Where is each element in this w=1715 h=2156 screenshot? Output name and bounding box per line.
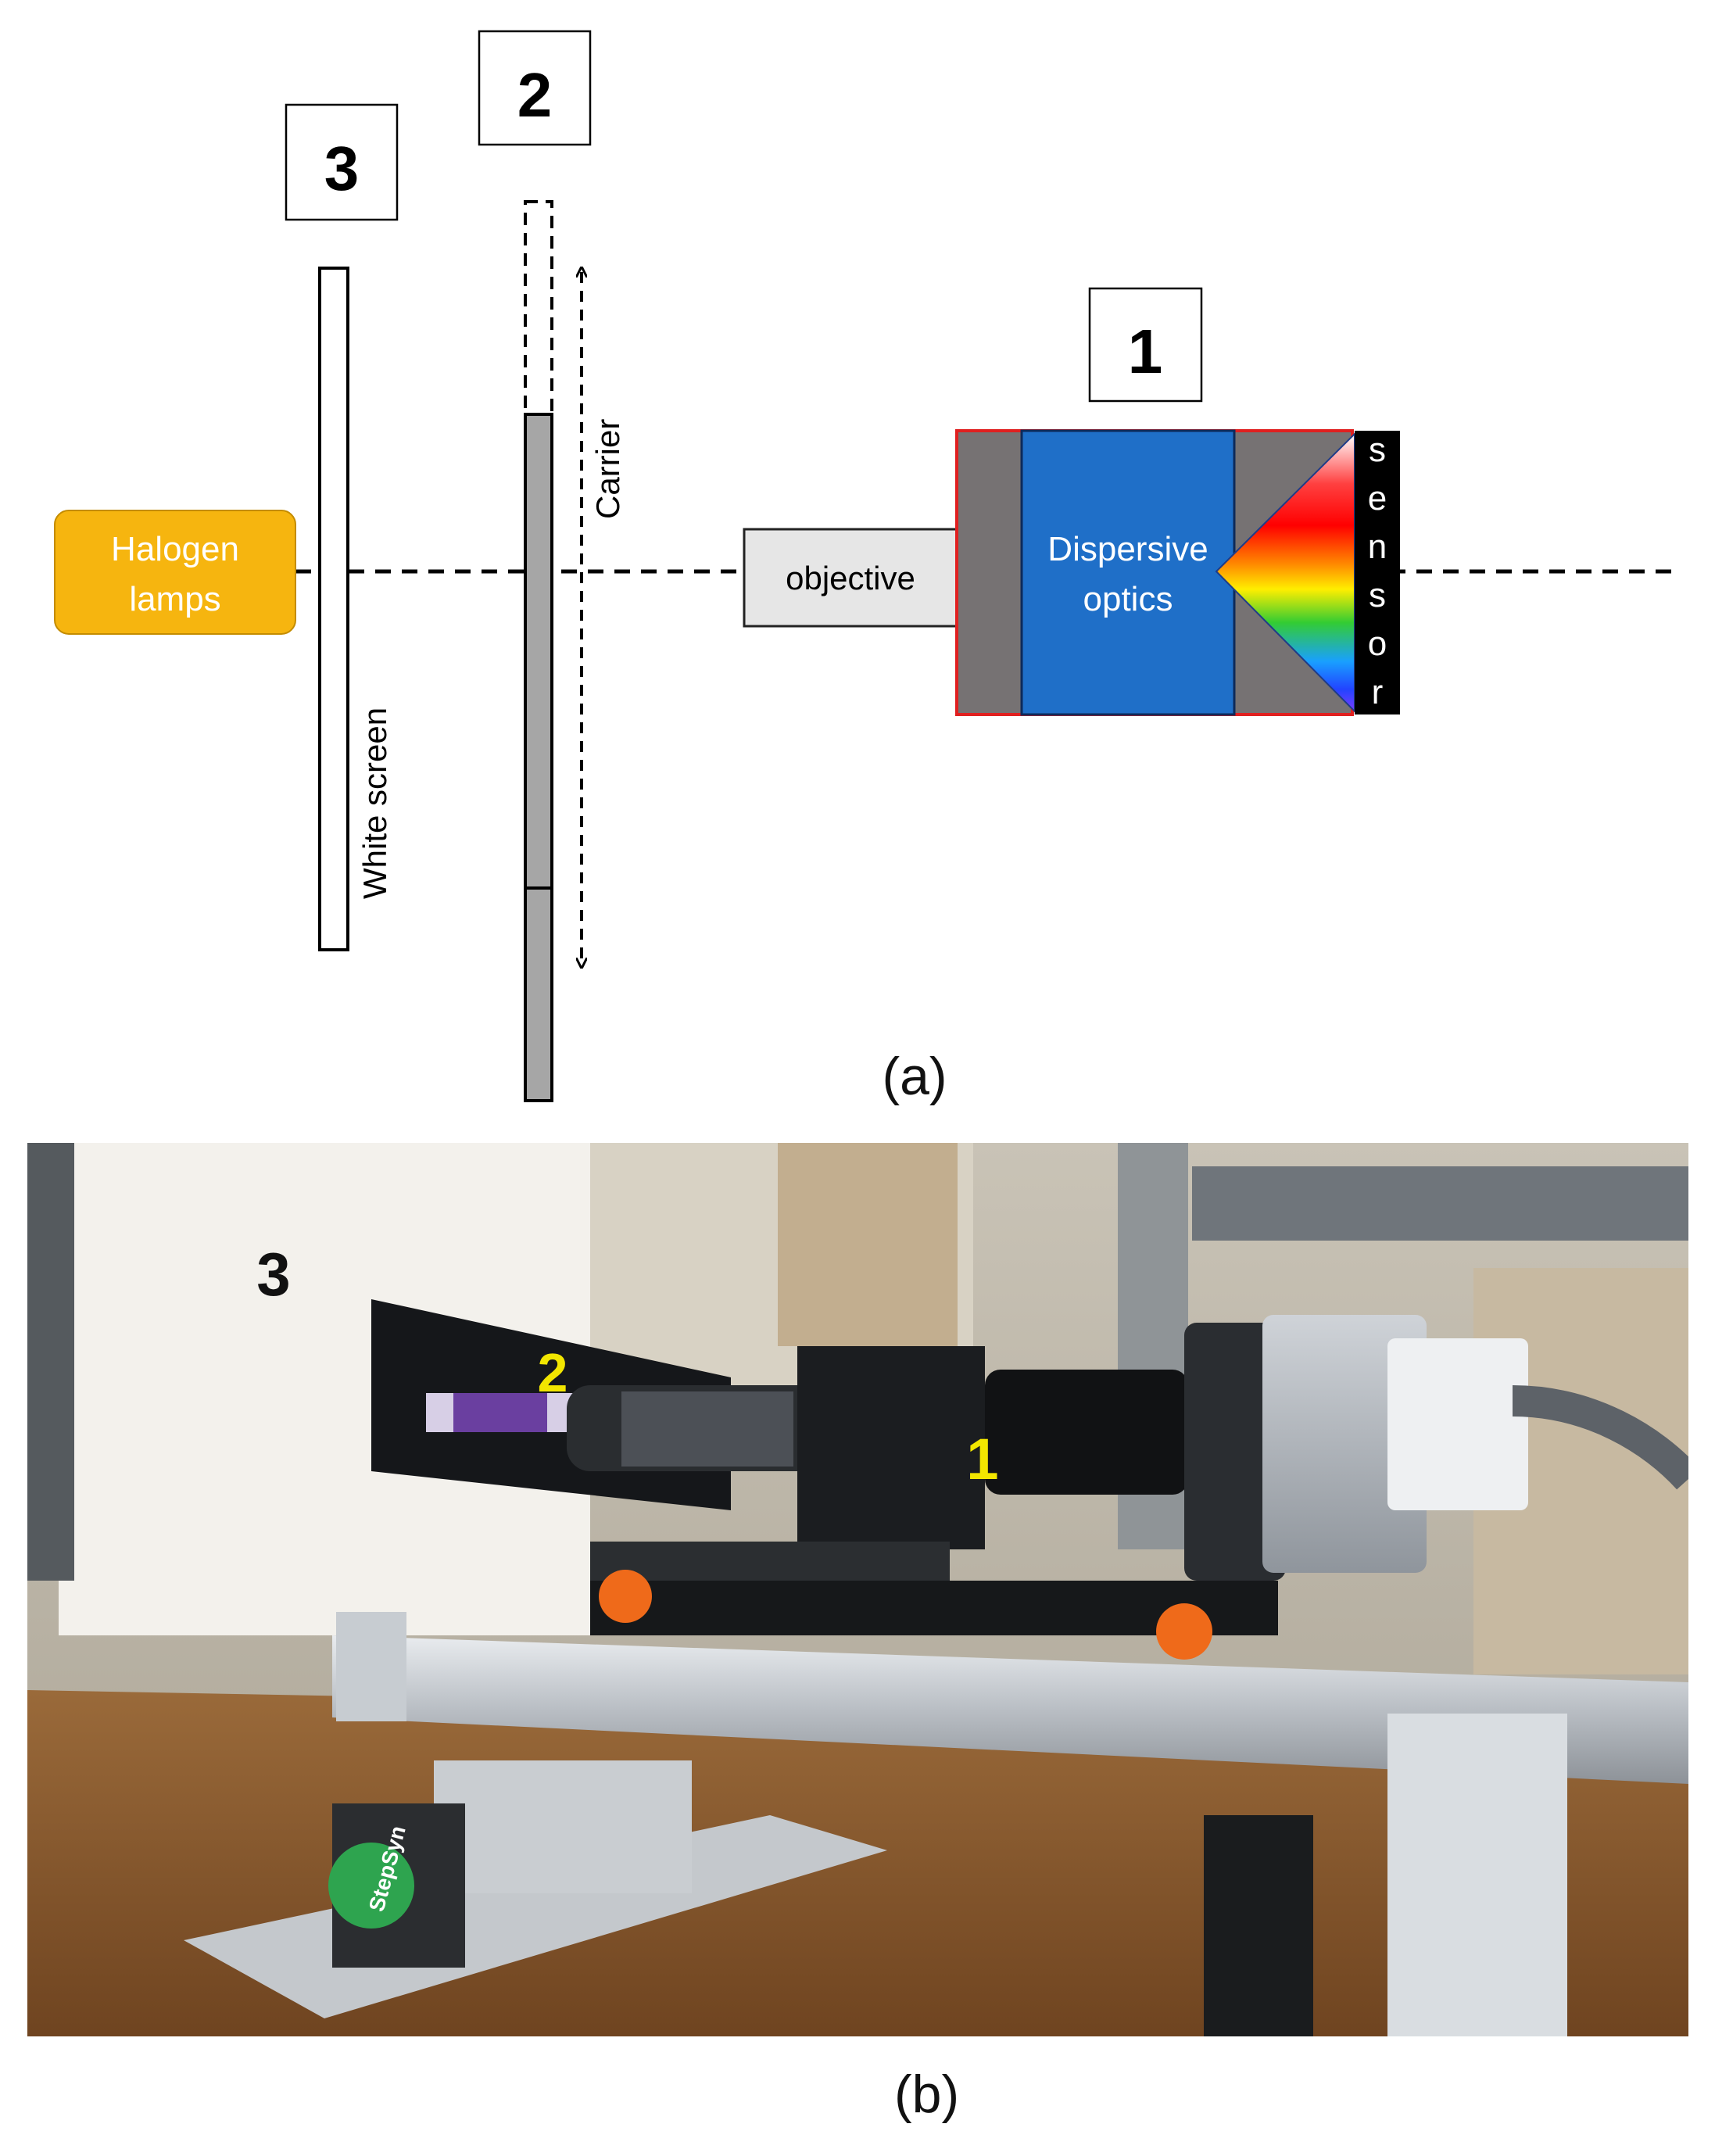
white-screen [318, 267, 349, 951]
objective-label: objective [786, 560, 915, 596]
photo-motor-label [328, 1843, 414, 1929]
carrier-number: 2 [517, 60, 553, 130]
camera-number-box [1088, 287, 1203, 403]
photo-stage-block [797, 1346, 985, 1549]
halogen-lamps-label-line2: lamps [129, 580, 220, 618]
photo-camera-number: 1 [966, 1427, 998, 1492]
schematic-diagram: Halogen lamps White screen 3 2 Carrier o… [54, 30, 1679, 1106]
halogen-lamps-label-line1: Halogen [111, 530, 239, 568]
photo-camera-body [1262, 1315, 1427, 1573]
dispersive-optics-label-line2: optics [1083, 580, 1173, 618]
carrier-strip [524, 413, 553, 1102]
photo-profile-leg [1387, 1714, 1567, 2036]
caption-b: (b) [894, 2065, 960, 2124]
carrier-label: Carrier [589, 419, 626, 519]
photo-main-rail [332, 1635, 1688, 1784]
white-screen-label: White screen [356, 707, 393, 899]
dispersive-optics-label-line1: Dispersive [1047, 530, 1208, 568]
photo-knob-right [1156, 1603, 1212, 1660]
sensor-letter: e [1368, 479, 1387, 518]
photo-objective [985, 1370, 1188, 1495]
dispersive-optics [1020, 429, 1236, 716]
photo-screen-number: 3 [256, 1240, 290, 1309]
photo-shelf-rack [1192, 1166, 1688, 1241]
objective [743, 528, 958, 628]
photo-lens-tube-glass [621, 1391, 793, 1467]
screen-number-box [285, 103, 399, 221]
photo-carrier-slide [453, 1393, 547, 1432]
photo-camera-mount [1184, 1323, 1286, 1581]
photo-camera-connector [1387, 1338, 1528, 1510]
setup-photo-illustration: StepSyn 3 2 1 [27, 1143, 1688, 2036]
sensor-letter: s [1369, 576, 1386, 614]
setup-photo: StepSyn 3 2 1 [27, 1143, 1688, 2036]
sensor-letter: o [1368, 625, 1387, 663]
halogen-lamps-box [54, 510, 296, 635]
sensor-letter: r [1372, 673, 1384, 711]
sensor-letter: n [1368, 528, 1387, 566]
sensor [1355, 431, 1400, 714]
carrier-number-box [478, 30, 592, 146]
screen-number: 3 [324, 134, 360, 203]
photo-knob-left [599, 1570, 652, 1623]
photo-stage-carriage [434, 1760, 692, 1893]
sensor-letter: s [1369, 431, 1386, 469]
caption-a: (a) [882, 1047, 947, 1106]
photo-black-leg [1204, 1815, 1313, 2036]
photo-white-screen-edge [27, 1143, 74, 1581]
photo-carrier-number: 2 [538, 1342, 568, 1403]
camera-number: 1 [1128, 317, 1163, 386]
photo-cable [1512, 1385, 1688, 1490]
photo-rail-end [336, 1612, 406, 1721]
photo-panel [778, 1143, 958, 1346]
